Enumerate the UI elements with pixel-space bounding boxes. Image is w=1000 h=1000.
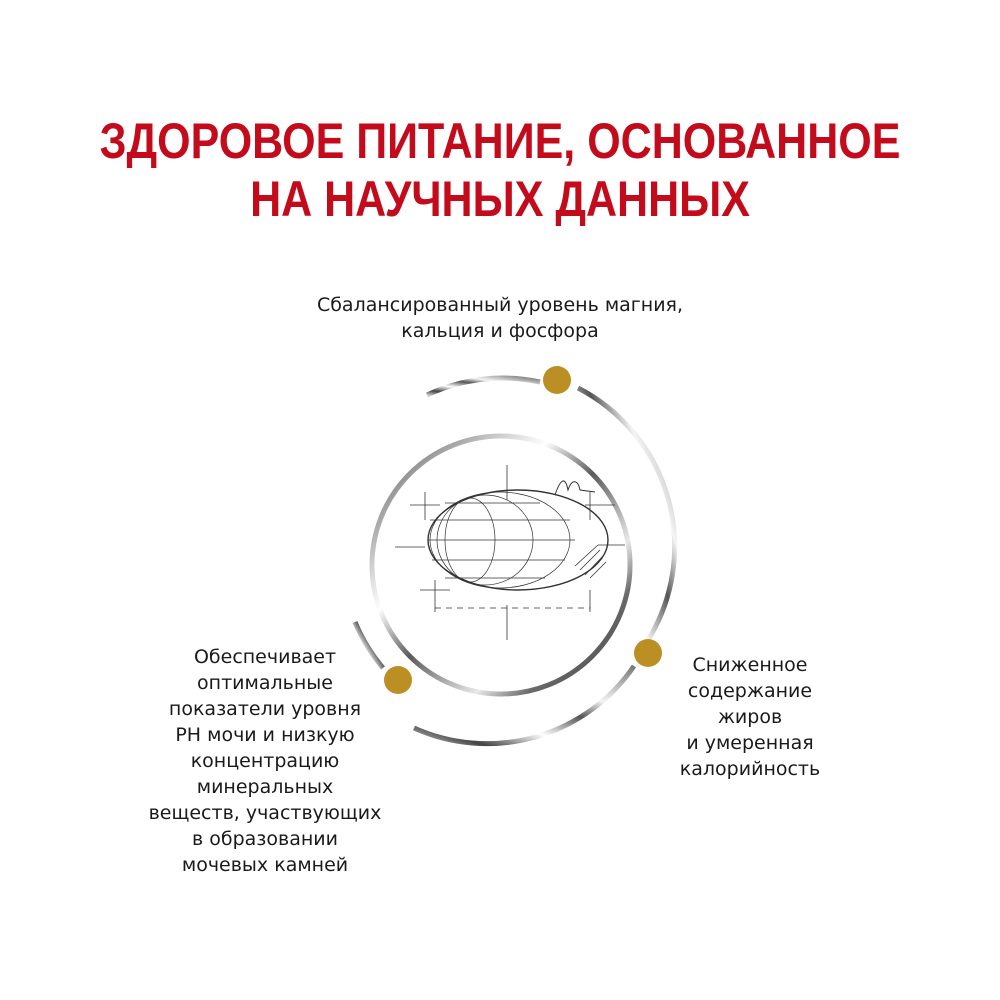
feature-text: Сбалансированный уровень магния, <box>316 294 684 316</box>
feature-text: и умеренная <box>686 732 814 754</box>
feature-minerals: Сбалансированный уровень магния, кальция… <box>300 292 700 344</box>
accent-dot-left <box>384 666 412 694</box>
feature-text: содержание <box>687 680 813 702</box>
feature-low-fat: Сниженное содержание жиров и умеренная к… <box>640 652 860 782</box>
page-headline: ЗДОРОВОЕ ПИТАНИЕ, ОСНОВАННОЕ НА НАУЧНЫХ … <box>70 112 930 228</box>
feature-text: кальция и фосфора <box>401 320 599 342</box>
feature-text: жиров <box>717 706 783 728</box>
accent-dot-right <box>634 639 662 667</box>
feature-text: РН мочи и низкую <box>175 724 355 746</box>
feature-text: концентрацию <box>190 750 340 772</box>
headline-line-2: НА НАУЧНЫХ ДАННЫХ <box>250 171 750 227</box>
feature-text: показатели уровня <box>168 698 362 720</box>
feature-urine-ph: Обеспечивает оптимальные показатели уров… <box>140 644 390 878</box>
outer-ring <box>352 375 678 747</box>
feature-text: минеральных <box>196 776 334 798</box>
feature-text: веществ, участвующих <box>148 802 382 824</box>
inner-ring <box>369 433 633 697</box>
feature-text: Сниженное <box>692 654 808 676</box>
kibble-sketch-icon <box>395 465 625 640</box>
feature-text: в образовании <box>192 828 338 850</box>
feature-text: оптимальные <box>197 672 333 694</box>
headline-line-1: ЗДОРОВОЕ ПИТАНИЕ, ОСНОВАННОЕ <box>99 113 901 169</box>
feature-text: калорийность <box>679 758 821 780</box>
accent-dot-top <box>543 366 571 394</box>
feature-text: Обеспечивает <box>193 646 337 668</box>
feature-text: мочевых камней <box>181 854 349 876</box>
